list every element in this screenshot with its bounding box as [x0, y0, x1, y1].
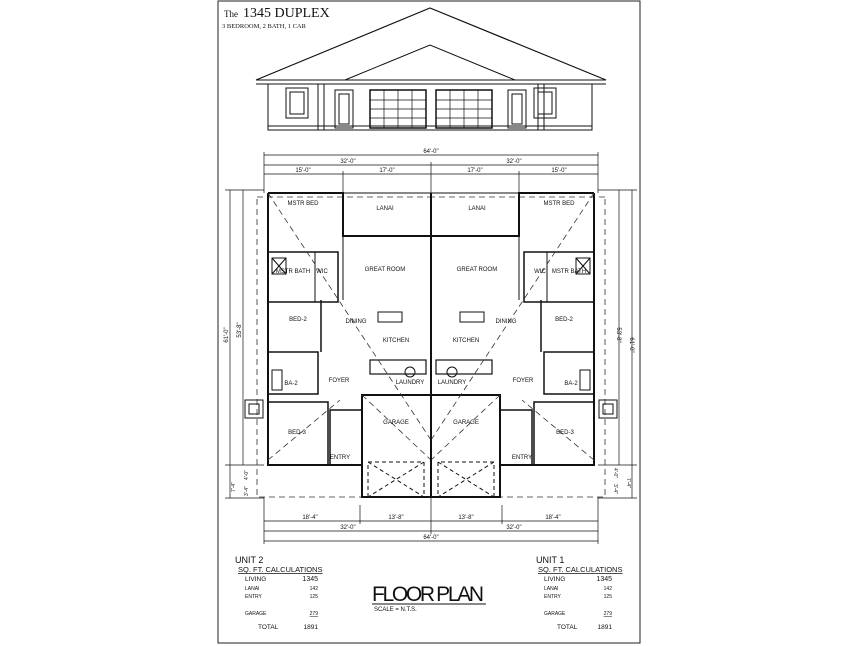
unit-2-calculations: UNIT 2 SQ. FT. CALCULATIONS LIVING 1345 … [235, 555, 322, 631]
dim-depth-right: 61'-0" [628, 337, 634, 352]
dim-small-c-right: 3'-4" [612, 484, 618, 494]
room-label-bed-3: BED-3 [288, 430, 306, 436]
dim-small-c-left: 3'-4" [244, 486, 250, 496]
dim-overall-width-bottom: 64'-0" [423, 535, 438, 541]
dim-overall-width-top: 64'-0" [423, 149, 438, 155]
room-label-mstr-bed: MSTR BED [543, 201, 575, 207]
room-label-kitchen: KITCHEN [453, 338, 479, 344]
dim-house-depth-right: 53'-8" [615, 327, 621, 342]
calc-value: 1345 [302, 576, 318, 583]
calc-value: 142 [310, 586, 319, 592]
dim-house-depth-left: 53'-8" [237, 322, 243, 337]
unit-name: UNIT 1 [536, 555, 564, 565]
dim-top-seg-3: 17'-0" [467, 168, 482, 174]
calc-total-label: TOTAL [557, 624, 578, 631]
plan-unit-left [244, 192, 432, 498]
room-label-dining: DINING [496, 319, 517, 325]
room-label-laundry: LAUNDRY [396, 380, 425, 386]
room-label-bed-2: BED-2 [289, 317, 307, 323]
sheet-border [217, 0, 641, 644]
title-prefix: The [224, 9, 238, 19]
plan-title: FLOOR PLAN [372, 583, 484, 606]
plan-unit-right [430, 192, 618, 498]
calc-label: GARAGE [544, 611, 566, 617]
room-label-mstr-bed: MSTR BED [287, 201, 319, 207]
dim-small-b-left: 4'-0" [244, 470, 250, 480]
calc-label: LANAI [245, 586, 259, 592]
calc-value: 125 [604, 594, 613, 600]
dim-half-left-bottom: 32'-0" [340, 525, 355, 531]
calc-label: GARAGE [245, 611, 267, 617]
title-name: 1345 DUPLEX [243, 6, 330, 21]
room-label-ba-2: BA-2 [564, 381, 578, 387]
front-elevation [255, 7, 607, 131]
dim-top-seg-4: 15'-0" [551, 168, 566, 174]
room-label-kitchen: KITCHEN [383, 338, 409, 344]
top-dimensions [263, 152, 599, 193]
plan-scale: SCALE = N.T.S. [374, 607, 417, 613]
calc-heading: SQ. FT. CALCULATIONS [538, 565, 622, 574]
dim-top-seg-1: 15'-0" [295, 168, 310, 174]
room-label-laundry: LAUNDRY [438, 380, 467, 386]
calc-label: ENTRY [245, 594, 263, 600]
room-label-ba-2: BA-2 [284, 381, 298, 387]
dim-half-right-top: 32'-0" [506, 159, 521, 165]
calc-total: 1891 [598, 624, 613, 631]
calc-label: LIVING [245, 576, 266, 583]
room-label-foyer: FOYER [329, 378, 350, 384]
dim-half-right-bottom: 32'-0" [506, 525, 521, 531]
room-label-wic: WIC [534, 269, 546, 275]
dim-bottom-seg-1: 18'-4" [302, 515, 317, 521]
room-label-bed-3: BED-3 [556, 430, 574, 436]
calc-label: LIVING [544, 576, 565, 583]
room-label-lanai: LANAI [376, 206, 394, 212]
room-label-bed-2: BED-2 [555, 317, 573, 323]
calc-value: 142 [604, 586, 613, 592]
unit-1-calculations: UNIT 1 SQ. FT. CALCULATIONS LIVING 1345 … [536, 555, 622, 631]
dim-depth-left: 61'-0" [224, 327, 230, 342]
dim-small-b-right: 4'-0" [612, 468, 618, 478]
room-label-great-room: GREAT ROOM [457, 267, 497, 273]
dim-half-left-top: 32'-0" [340, 159, 355, 165]
calc-value: 279 [310, 611, 319, 617]
room-label-entry: ENTRY [330, 455, 350, 461]
dim-top-seg-2: 17'-0" [379, 168, 394, 174]
calc-value: 1345 [596, 576, 612, 583]
calc-heading: SQ. FT. CALCULATIONS [238, 565, 322, 574]
calc-label: LANAI [544, 586, 558, 592]
bottom-dimensions [263, 497, 599, 544]
side-dimensions [225, 189, 637, 499]
room-label-mstr-bath: MSTR BATH [552, 269, 586, 275]
room-label-foyer: FOYER [513, 378, 534, 384]
dim-bottom-seg-3: 13'-8" [458, 515, 473, 521]
calc-label: ENTRY [544, 594, 562, 600]
calc-total-label: TOTAL [258, 624, 279, 631]
room-label-garage: GARAGE [383, 420, 409, 426]
room-label-lanai: LANAI [468, 206, 486, 212]
calc-total: 1891 [304, 624, 319, 631]
dim-bottom-seg-4: 18'-4" [545, 515, 560, 521]
room-label-mstr-bath: MSTR BATH [276, 269, 310, 275]
room-label-great-room: GREAT ROOM [365, 267, 405, 273]
calc-value: 125 [310, 594, 319, 600]
dim-bottom-seg-2: 13'-8" [388, 515, 403, 521]
room-labels-right: MSTR BED LANAI GREAT ROOM MSTR BATH WIC BED-2… [438, 201, 586, 461]
dim-small-a-left: 7'-4" [231, 482, 237, 492]
room-label-garage: GARAGE [453, 420, 479, 426]
room-labels-left: MSTR BED LANAI GREAT ROOM MSTR BATH WIC BED-2… [276, 201, 424, 461]
title-subtitle: 3 BEDROOM, 2 BATH, 1 CAR [222, 23, 307, 30]
unit-name: UNIT 2 [235, 555, 263, 565]
room-label-wic: WIC [316, 269, 328, 275]
room-label-dining: DINING [346, 319, 367, 325]
calc-value: 279 [604, 611, 613, 617]
dim-small-a-right: 7'-4" [625, 478, 631, 488]
room-label-entry: ENTRY [512, 455, 532, 461]
